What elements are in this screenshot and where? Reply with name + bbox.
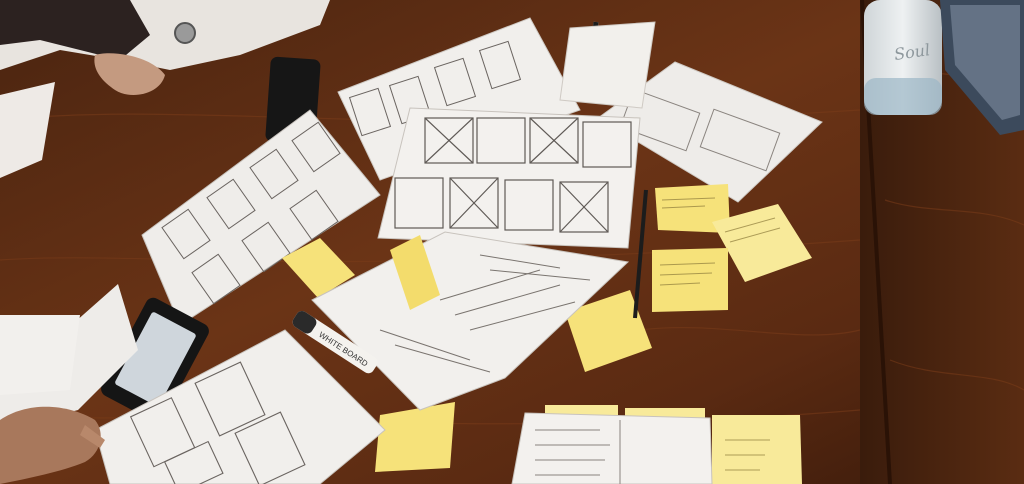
person-top-left	[0, 0, 330, 95]
paper-sheet-storyboard-left	[141, 109, 381, 326]
sticky-note-folded	[390, 235, 440, 310]
sticky-note-2	[655, 184, 730, 233]
sticky-note-4	[652, 248, 728, 312]
sketchbook-bottom	[94, 329, 386, 484]
paper-sheet-flowchart	[311, 231, 630, 411]
notepad-bottom	[511, 412, 713, 484]
sticky-note-9	[712, 415, 802, 484]
sticky-note-scribbles	[659, 197, 781, 471]
sticky-note-1	[282, 238, 355, 298]
paper-sheet-wireframe-top	[337, 17, 581, 181]
pen-right	[633, 189, 648, 319]
sticky-note-6	[375, 402, 455, 472]
notepad-top	[559, 21, 656, 109]
phone-lower-left	[101, 297, 209, 423]
paper-sheet-bottom-left-2	[0, 315, 80, 395]
bottle-text: Soul	[893, 40, 931, 64]
sticky-note-5	[565, 290, 652, 372]
paper-sheet-wireframe-center	[377, 107, 641, 249]
water-bottle: Soul	[864, 0, 942, 115]
paper-sheet-top-right-sketch	[619, 88, 781, 172]
keyboard-device	[940, 0, 1024, 135]
hand-bottom-left	[0, 406, 105, 484]
left-notebook	[0, 82, 55, 178]
sticky-note-3	[712, 204, 812, 282]
